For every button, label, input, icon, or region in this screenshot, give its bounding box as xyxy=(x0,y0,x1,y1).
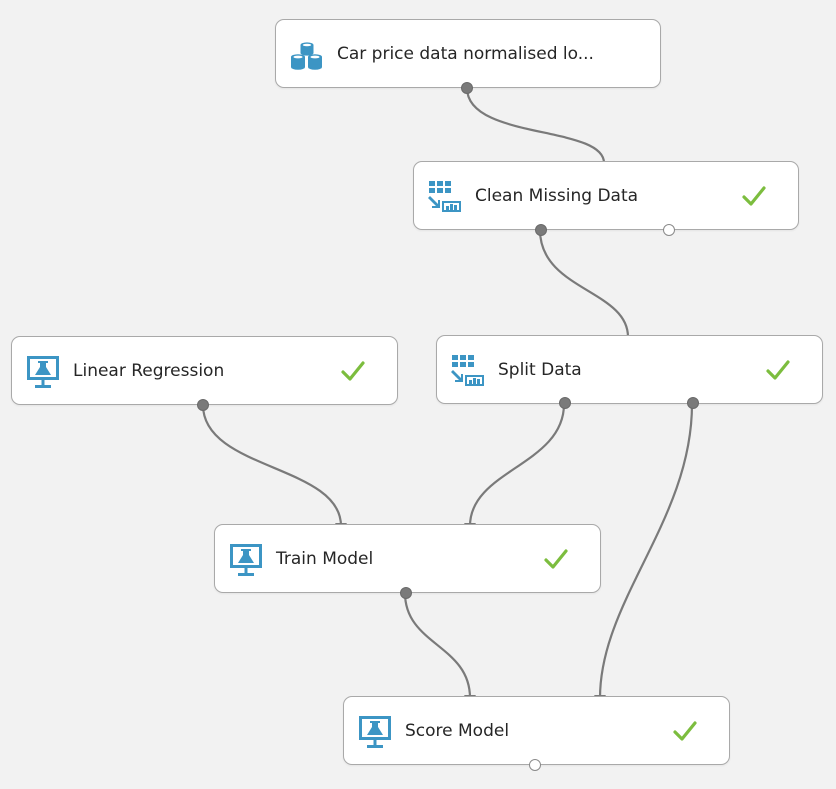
output-port-2[interactable] xyxy=(687,397,699,409)
module-car-price-data[interactable]: Car price data normalised lo... xyxy=(275,19,661,94)
completed-check-icon xyxy=(742,185,766,207)
module-linear-regression[interactable]: Linear Regression xyxy=(11,336,398,411)
wire-clean-to-split[interactable] xyxy=(538,229,630,338)
output-port[interactable] xyxy=(197,399,209,411)
module-label: Split Data xyxy=(498,360,582,380)
dataset-icon xyxy=(289,37,325,73)
module-label: Car price data normalised lo... xyxy=(337,44,594,64)
module-split-data[interactable]: Split Data xyxy=(436,335,823,409)
output-port[interactable] xyxy=(461,82,473,94)
module-label: Train Model xyxy=(276,549,374,569)
module-label: Clean Missing Data xyxy=(475,186,639,206)
wire-split-to-score[interactable] xyxy=(598,403,694,699)
output-port-2[interactable] xyxy=(663,224,675,236)
module-train-model[interactable]: Train Model xyxy=(214,524,601,599)
completed-check-icon xyxy=(766,359,790,381)
module-label: Linear Regression xyxy=(73,361,225,381)
output-port-1[interactable] xyxy=(559,397,571,409)
machine-learning-icon xyxy=(25,354,61,390)
machine-learning-icon xyxy=(228,542,264,578)
output-port[interactable] xyxy=(529,759,541,771)
completed-check-icon xyxy=(341,360,365,382)
completed-check-icon xyxy=(544,548,568,570)
wire-dataset-to-clean[interactable] xyxy=(465,87,606,164)
module-clean-missing-data[interactable]: Clean Missing Data xyxy=(413,161,799,236)
output-port[interactable] xyxy=(400,587,412,599)
data-transform-icon xyxy=(450,353,486,389)
module-label: Score Model xyxy=(405,721,510,741)
wire-split-to-train[interactable] xyxy=(468,403,566,527)
wire-train-to-score[interactable] xyxy=(403,592,472,699)
module-score-model[interactable]: Score Model xyxy=(343,696,730,771)
wire-regression-to-train[interactable] xyxy=(201,404,343,527)
output-port-1[interactable] xyxy=(535,224,547,236)
machine-learning-icon xyxy=(357,714,393,750)
data-transform-icon xyxy=(427,179,463,215)
completed-check-icon xyxy=(673,720,697,742)
